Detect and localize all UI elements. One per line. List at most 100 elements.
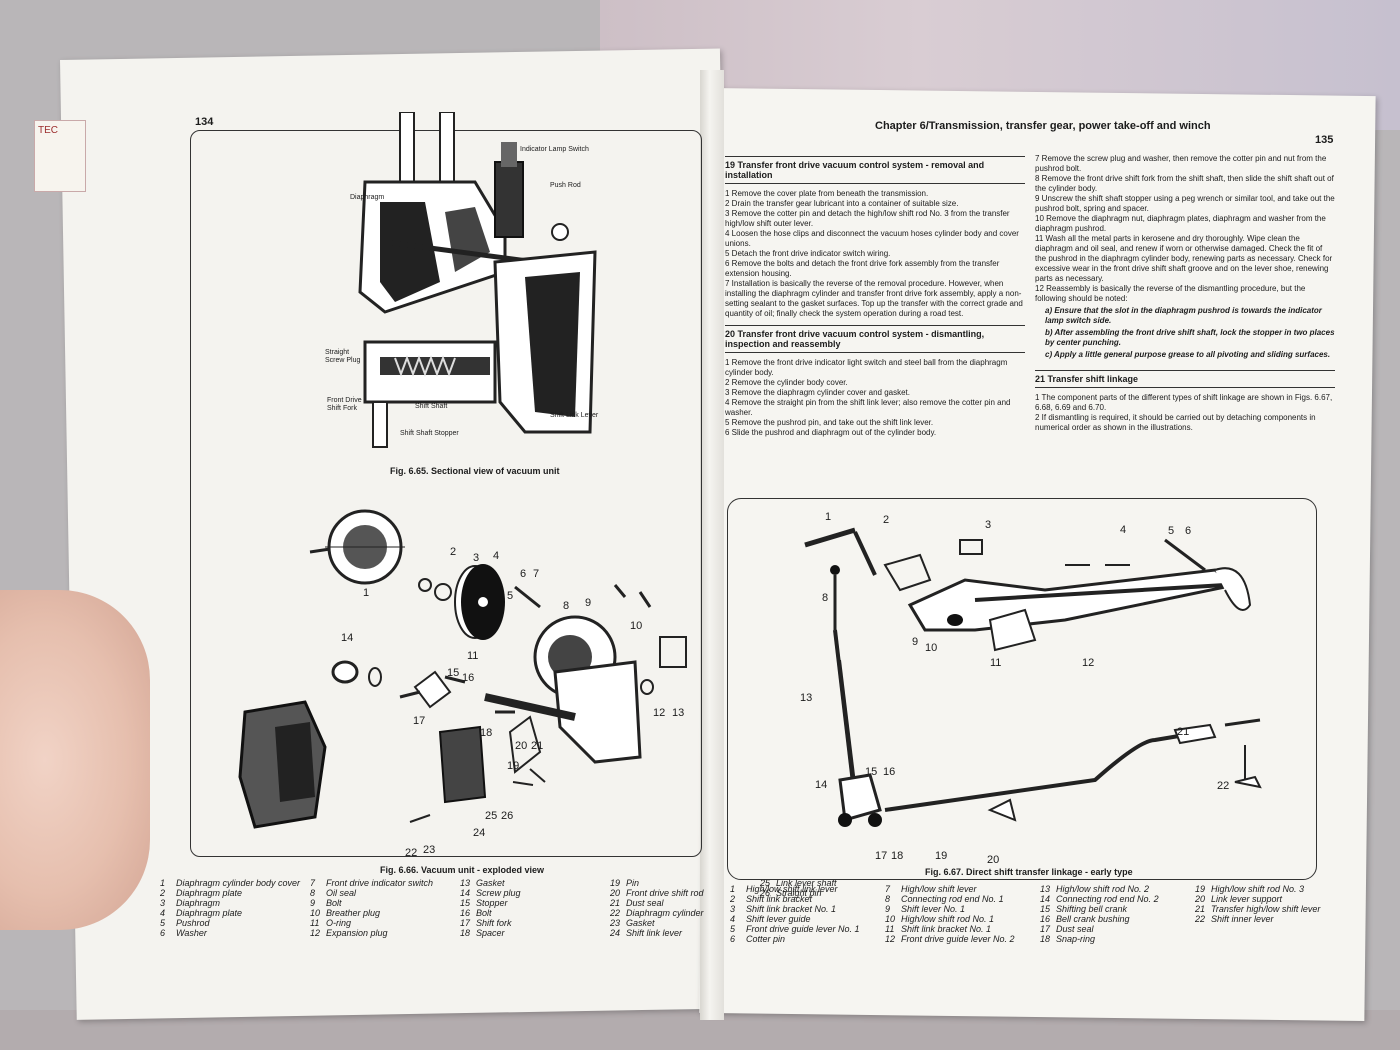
callout-16: 16 xyxy=(883,766,896,778)
callout-6: 6 xyxy=(1185,525,1192,537)
legend-number: 11 xyxy=(310,918,320,928)
legend-text: Transfer high/low shift lever xyxy=(1211,904,1321,914)
sec20-note: a) Ensure that the slot in the diaphragm… xyxy=(1045,306,1322,325)
callout-8: 8 xyxy=(563,600,570,612)
book-spine xyxy=(700,70,724,1020)
legend-text: Stopper xyxy=(476,898,508,908)
sec19-para: 2 Drain the transfer gear lubricant into… xyxy=(725,199,959,208)
legend-number: 19 xyxy=(610,878,621,888)
legend-text: Shifting bell crank xyxy=(1056,904,1128,914)
legend-number: 17 xyxy=(460,918,471,928)
callout-22: 22 xyxy=(1217,780,1230,792)
legend-number: 7 xyxy=(885,884,891,894)
legend-number: 1 xyxy=(730,884,736,894)
legend-number: 17 xyxy=(1040,924,1051,934)
legend-number: 10 xyxy=(310,908,321,918)
legend-text: Shift lever guide xyxy=(746,914,811,924)
legend-number: 18 xyxy=(460,928,471,938)
callout-14: 14 xyxy=(815,779,828,791)
callout-23: 23 xyxy=(423,844,436,856)
legend-text: Pushrod xyxy=(176,918,210,928)
legend-number: 16 xyxy=(1040,914,1051,924)
legend-text: Bolt xyxy=(476,908,492,918)
page-number-left: 134 xyxy=(195,116,214,128)
legend-number: 19 xyxy=(1195,884,1206,894)
legend-number: 20 xyxy=(1195,894,1206,904)
sec20-note: b) After assembling the front drive shif… xyxy=(1045,328,1335,347)
fig665-caption: Fig. 6.65. Sectional view of vacuum unit xyxy=(390,466,560,476)
sec19-para: 5 Detach the front drive indicator switc… xyxy=(725,249,891,258)
callout-19: 19 xyxy=(507,760,520,772)
label-shift-shaft-stopper: Shift Shaft Stopper xyxy=(400,430,459,437)
sec20-para: 8 Remove the front drive shift fork from… xyxy=(1035,174,1334,193)
legend-number: 6 xyxy=(160,928,166,938)
callout-2: 2 xyxy=(450,546,457,558)
sec20-para: 2 Remove the cylinder body cover. xyxy=(725,378,848,387)
sec20-para: 7 Remove the screw plug and washer, then… xyxy=(1035,154,1327,173)
page-number-right: 135 xyxy=(1315,134,1334,146)
legend-text: Bolt xyxy=(326,898,342,908)
page-tab: TEC xyxy=(34,120,86,192)
legend-number: 7 xyxy=(310,878,316,888)
callout-20: 20 xyxy=(987,854,1000,866)
fig667-frame xyxy=(727,498,1317,880)
legend-number: 10 xyxy=(885,914,896,924)
callout-4: 4 xyxy=(493,550,500,562)
legend-number: 1 xyxy=(160,878,166,888)
legend-text: Spacer xyxy=(476,928,505,938)
callout-16: 16 xyxy=(462,672,475,684)
sec21-para: 2 If dismantling is required, it should … xyxy=(1035,413,1316,432)
legend-text: Snap-ring xyxy=(1056,934,1096,944)
callout-25: 25 xyxy=(485,810,498,822)
sec20-para: 11 Wash all the metal parts in kerosene … xyxy=(1035,234,1333,283)
legend-text: Front drive guide lever No. 2 xyxy=(901,934,1015,944)
callout-5: 5 xyxy=(507,590,514,602)
callout-20: 20 xyxy=(515,740,528,752)
callout-17: 17 xyxy=(875,850,888,862)
legend-text: O-ring xyxy=(326,918,352,928)
callout-1: 1 xyxy=(825,511,832,523)
legend-text: Shift link bracket xyxy=(746,894,813,904)
legend-text: Diaphragm plate xyxy=(176,908,243,918)
legend-text: Shift link bracket No. 1 xyxy=(901,924,992,934)
legend-number: 14 xyxy=(1040,894,1051,904)
legend-number: 4 xyxy=(160,908,166,918)
legend-number: 6 xyxy=(730,934,736,944)
legend-text: Straight pin xyxy=(776,888,822,898)
legend-number: 25 xyxy=(760,878,771,888)
legend-number: 9 xyxy=(310,898,316,908)
callout-12: 12 xyxy=(653,707,666,719)
callout-1: 1 xyxy=(363,587,370,599)
legend-item: 18 Spacer xyxy=(460,928,505,938)
legend-text: High/low shift rod No. 2 xyxy=(1056,884,1150,894)
legend-number: 23 xyxy=(610,918,621,928)
callout-10: 10 xyxy=(925,642,938,654)
sec20-para: 6 Slide the pushrod and diaphragm out of… xyxy=(725,428,937,437)
sec20-para: 10 Remove the diaphragm nut, diaphragm p… xyxy=(1035,214,1326,233)
callout-21: 21 xyxy=(531,740,544,752)
legend-number: 5 xyxy=(730,924,736,934)
sec20-para: 4 Remove the straight pin from the shift… xyxy=(725,398,1011,417)
callout-13: 13 xyxy=(672,707,685,719)
callout-21: 21 xyxy=(1177,726,1190,738)
text-column-2: 7 Remove the screw plug and washer, then… xyxy=(1035,154,1335,433)
callout-3: 3 xyxy=(985,519,992,531)
